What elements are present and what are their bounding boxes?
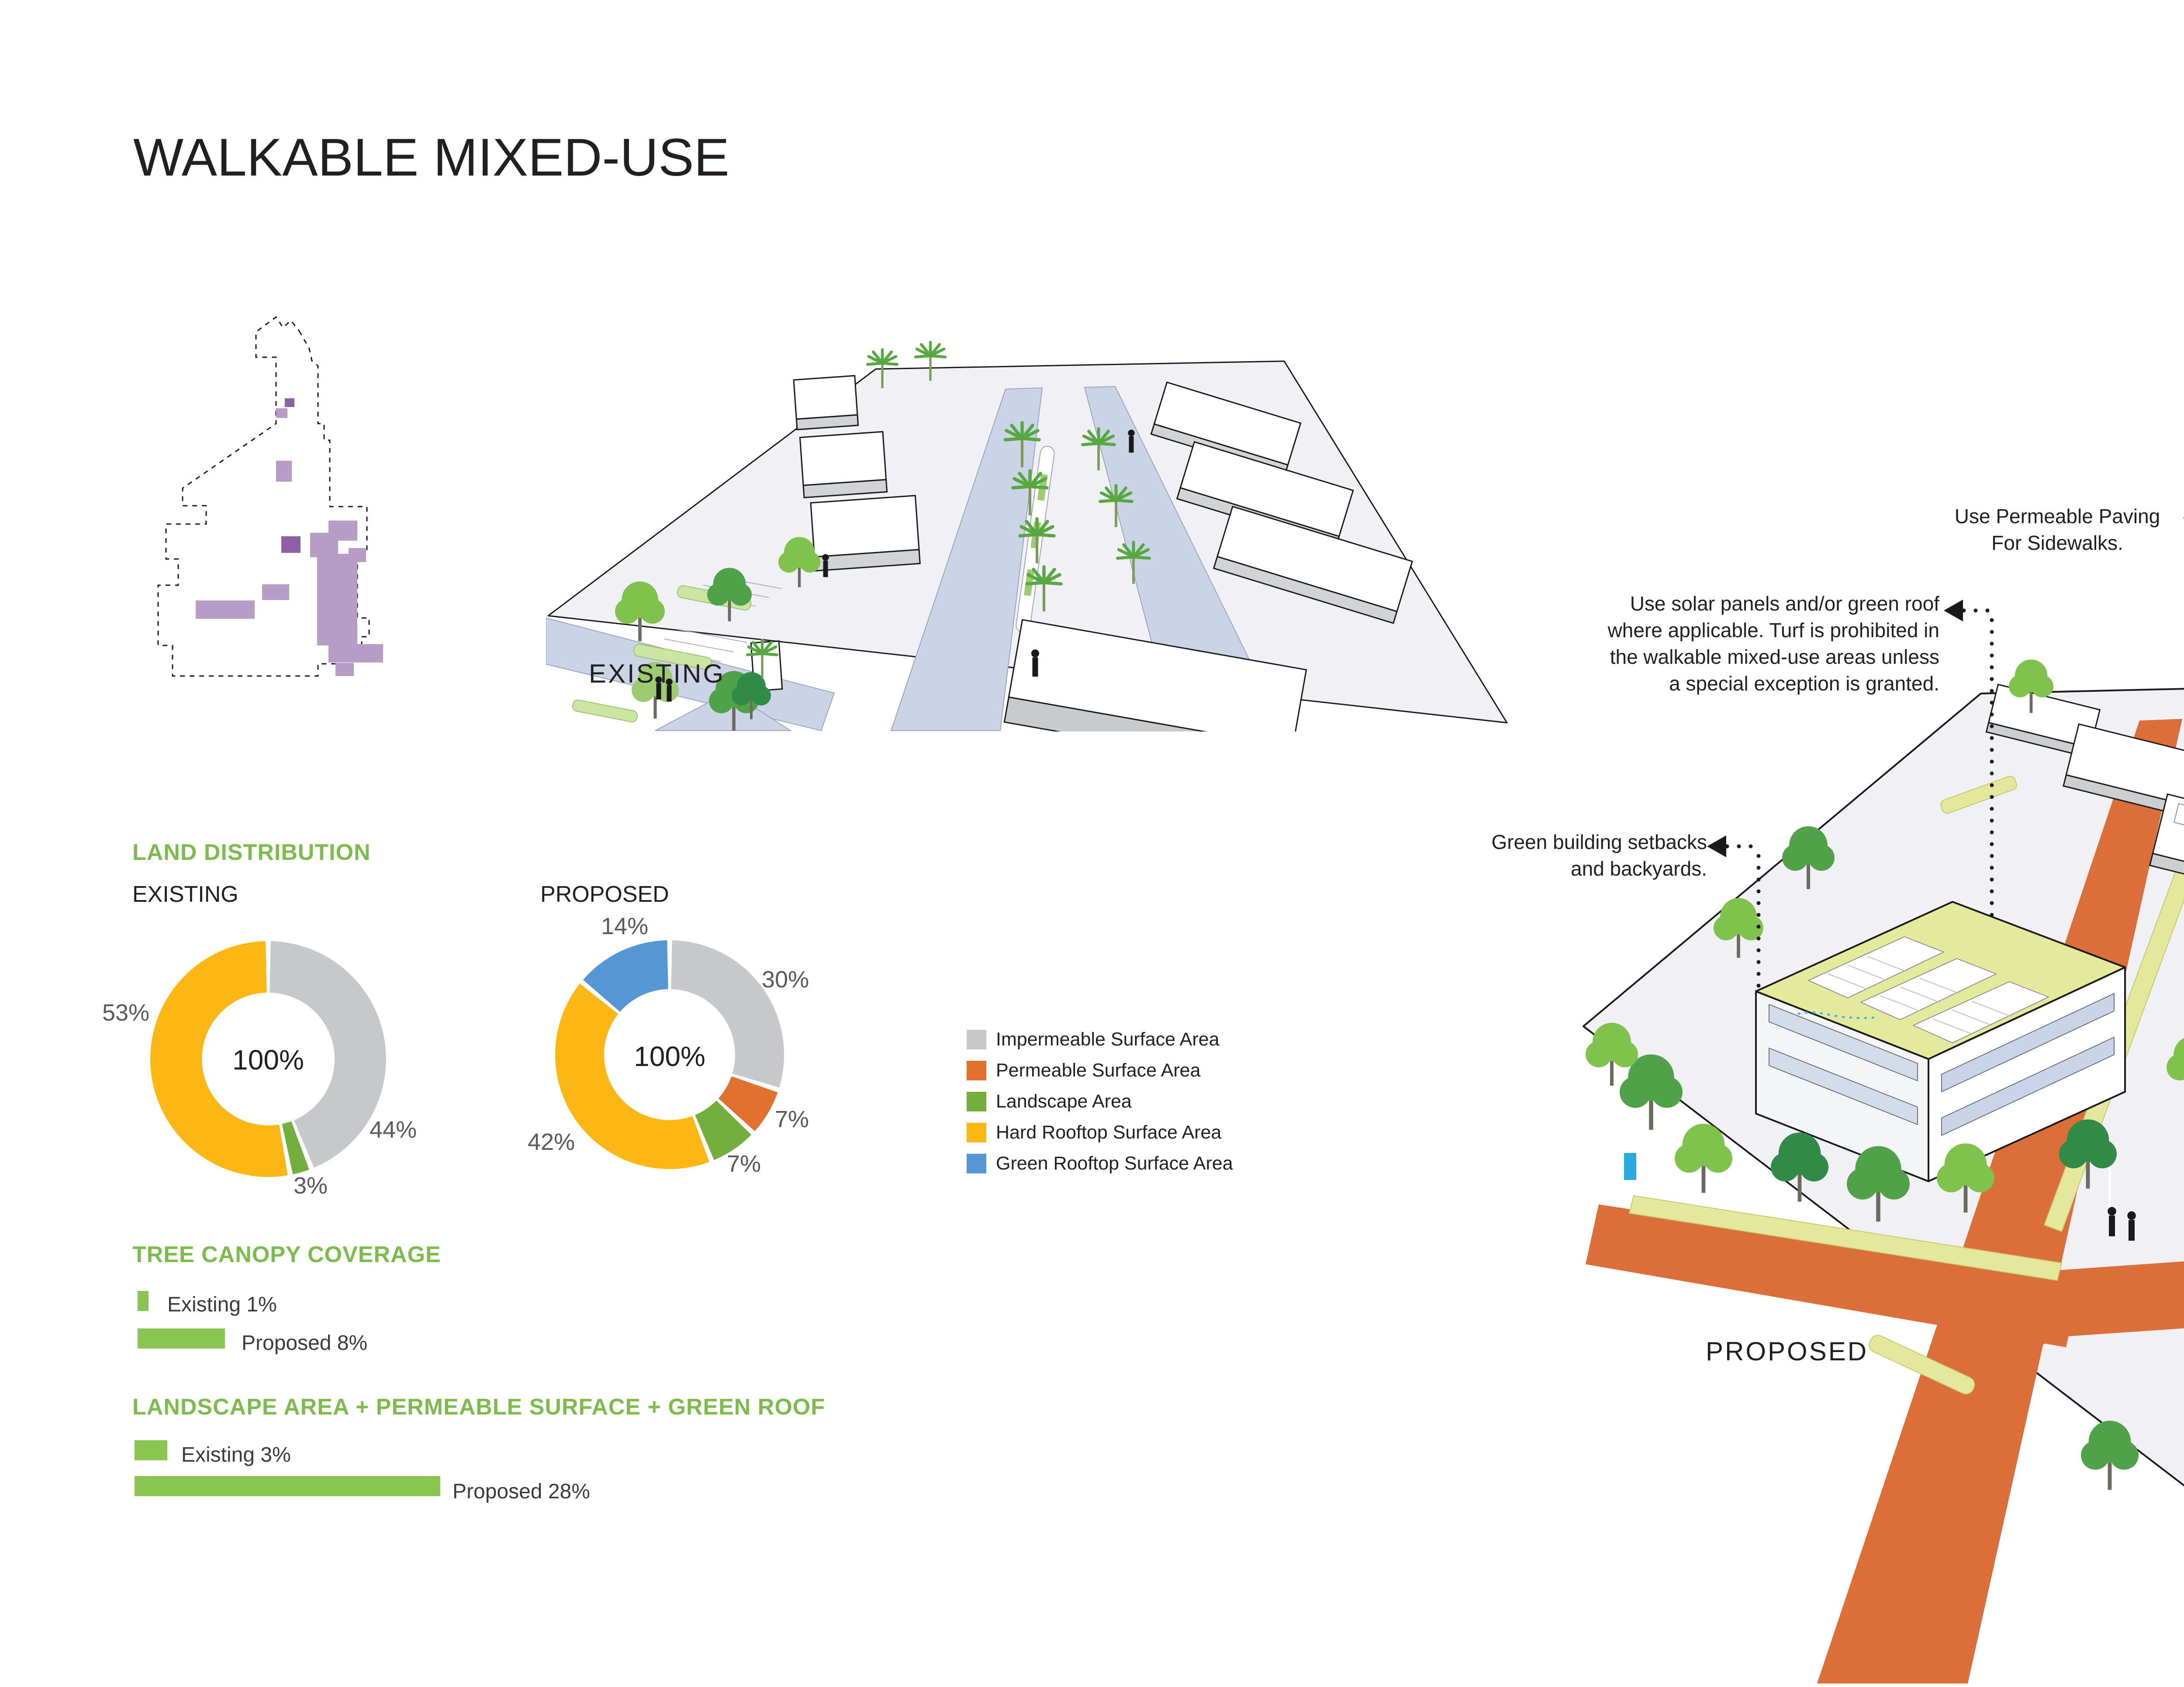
bar-label-canopy-existing: Existing 1% [167, 1293, 277, 1316]
legend-swatch [967, 1092, 986, 1111]
slice-label-greenroof-proposed: 14% [601, 913, 649, 939]
large-building [1003, 619, 1307, 731]
callout-green-setbacks: Green building setbacks and backyards. [1491, 831, 1707, 880]
slice-label-hard-existing: 53% [102, 1000, 150, 1026]
land-distribution-header: LAND DISTRIBUTION [132, 840, 371, 865]
solar-panels [1808, 936, 2049, 1043]
legend-label: Landscape Area [996, 1091, 1132, 1112]
bar-label-canopy-proposed: Proposed 8% [242, 1332, 368, 1355]
proposed-scene-label: PROPOSED [1706, 1337, 1869, 1366]
donut-slice [282, 1121, 309, 1175]
building-row-left [793, 375, 921, 572]
proposed-illustration [1583, 655, 2184, 1684]
city-boundary [157, 316, 370, 677]
donut-center-proposed: 100% [634, 1041, 705, 1072]
legend-label: Impermeable Surface Area [996, 1029, 1220, 1050]
legend-swatch [967, 1061, 986, 1080]
bar-label-landscape-proposed: Proposed 28% [453, 1480, 590, 1503]
legend-label: Hard Rooftop Surface Area [996, 1122, 1222, 1143]
bar-canopy-proposed [138, 1328, 225, 1349]
green-roof-building [1755, 901, 2126, 1182]
existing-illustration [546, 312, 1508, 731]
mid-buildings [1985, 683, 2184, 904]
callout-solar-green-roof: Use solar panels and/or green roof where… [1607, 592, 1939, 695]
landscape-header: LANDSCAPE AREA + PERMEABLE SURFACE + GRE… [132, 1394, 826, 1420]
donut-slice [270, 941, 386, 1168]
mixed-use-zones [196, 398, 383, 676]
legend-label: Permeable Surface Area [996, 1060, 1201, 1081]
donut-proposed-title: PROPOSED [540, 882, 669, 907]
city-map [157, 316, 383, 677]
slice-label-permeable-proposed: 7% [775, 1106, 809, 1132]
bar-canopy-existing [138, 1291, 149, 1311]
legend-item: Green Rooftop Surface Area [967, 1148, 1233, 1179]
bar-label-landscape-existing: Existing 3% [181, 1443, 291, 1466]
donut-slice [555, 983, 710, 1169]
legend-item: Impermeable Surface Area [967, 1024, 1233, 1055]
callout-permeable-paving: Use Permeable Paving For Sidewalks. [1954, 505, 2160, 554]
slice-label-landscape-proposed: 7% [727, 1151, 761, 1177]
existing-scene-label: EXISTING [589, 659, 726, 688]
recycle-bins [1624, 1153, 1636, 1180]
windows [1769, 993, 2115, 1136]
slice-label-impermeable-existing: 44% [370, 1117, 417, 1143]
slice-label-landscape-existing: 3% [294, 1173, 328, 1199]
donut-slice [671, 940, 784, 1088]
building-row-right [1003, 381, 1413, 731]
legend-swatch [967, 1030, 986, 1049]
page-title: WALKABLE MIXED-USE [133, 128, 729, 187]
slice-label-impermeable-proposed: 30% [762, 966, 809, 993]
legend-item: Landscape Area [967, 1086, 1233, 1117]
legend-item: Permeable Surface Area [967, 1055, 1233, 1086]
donut-center-existing: 100% [232, 1044, 304, 1076]
bar-landscape-proposed [135, 1476, 440, 1496]
legend-label: Green Rooftop Surface Area [996, 1153, 1233, 1174]
donut-chart-proposed [555, 940, 784, 1169]
bar-landscape-existing [135, 1440, 167, 1460]
tree-canopy-header: TREE CANOPY COVERAGE [132, 1242, 441, 1267]
legend-item: Hard Rooftop Surface Area [967, 1117, 1233, 1148]
legend-swatch [967, 1123, 986, 1142]
donut-existing-title: EXISTING [132, 882, 238, 907]
donut-slice [583, 940, 668, 1012]
donut-slice [718, 1076, 778, 1132]
slice-label-hard-proposed: 42% [528, 1129, 575, 1155]
donut-chart-existing [150, 941, 386, 1177]
legend-swatch [967, 1154, 986, 1173]
donut-slice [150, 941, 288, 1177]
donut-slice [695, 1101, 751, 1160]
